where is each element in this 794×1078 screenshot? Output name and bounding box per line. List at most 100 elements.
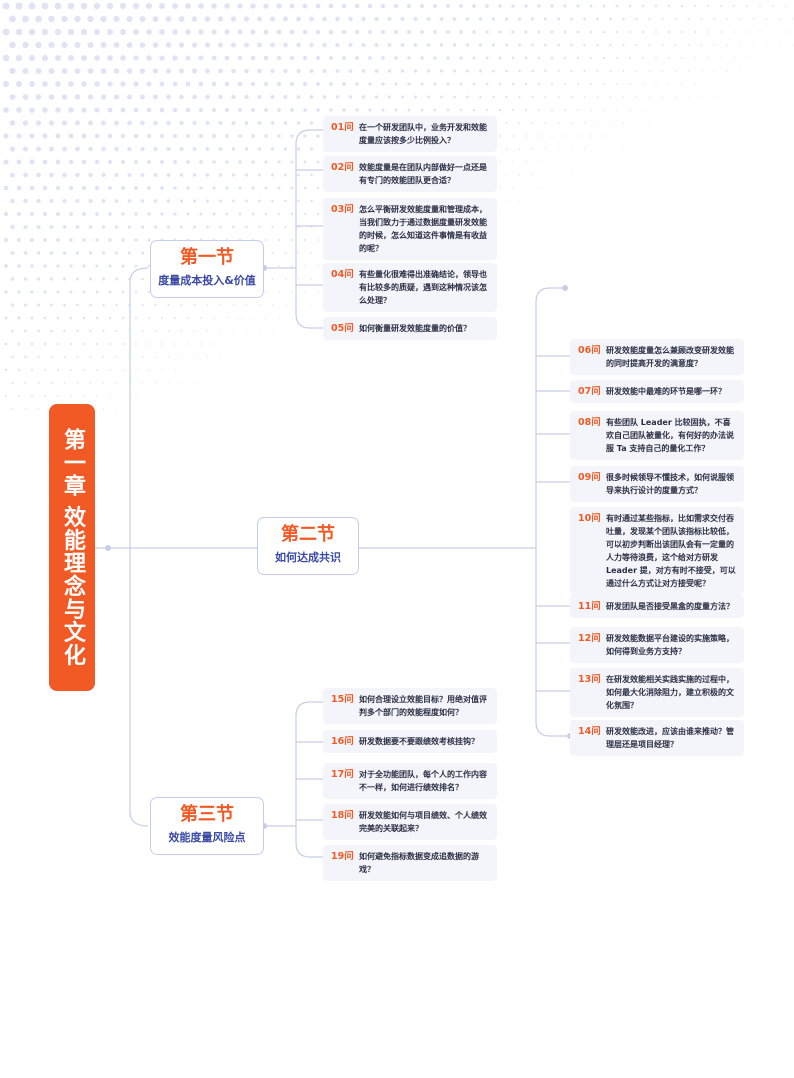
question-06[interactable]: 06问 研发效能度量怎么兼顾改变研发效能的同时提高开发的满意度？ <box>570 339 744 375</box>
decorative-dot <box>374 16 379 22</box>
decorative-dot <box>147 264 151 268</box>
decorative-dot <box>297 199 300 203</box>
decorative-dot <box>244 147 249 151</box>
decorative-dot <box>115 329 118 333</box>
decorative-dot <box>446 4 450 8</box>
question-10[interactable]: 10问 有时通过某些指标，比如需求交付吞吐量，发现某个团队该指标比较低，可以初步… <box>570 507 744 595</box>
decorative-dot <box>224 107 230 113</box>
decorative-dot <box>557 96 560 98</box>
question-text: 在研发效能相关实践实施的过程中，如何最大化消除阻力，建立积极的文化氛围？ <box>606 675 734 710</box>
chapter-title: 第一章 效能理念与文化 <box>49 404 95 691</box>
decorative-dot <box>89 329 92 333</box>
decorative-dot <box>243 16 250 22</box>
decorative-dot <box>524 4 528 8</box>
question-17[interactable]: 17问 对于全功能团队，每个人的工作内容不一样，如何进行绩效排名？ <box>323 763 497 799</box>
question-15[interactable]: 15问 如何合理设立效能目标？用绝对值评判多个部门的效能程度如何？ <box>323 688 497 724</box>
section-2-card[interactable]: 第二节 如何达成共识 <box>257 517 359 575</box>
decorative-dot <box>537 4 541 8</box>
decorative-dot <box>433 56 437 60</box>
question-02[interactable]: 02问 效能度量是在团队内部做好一点还是有专门的效能团队更合适？ <box>323 156 497 192</box>
decorative-dot <box>28 2 36 10</box>
decorative-dot <box>88 146 93 152</box>
section-1-card[interactable]: 第一节 度量成本投入&价值 <box>150 240 264 298</box>
decorative-dot <box>28 28 36 36</box>
decorative-dot <box>69 342 73 346</box>
decorative-dot <box>55 107 61 113</box>
decorative-dot <box>538 161 540 163</box>
decorative-dot <box>302 55 308 61</box>
decorative-dot <box>518 95 521 99</box>
decorative-dot <box>329 82 333 86</box>
decorative-dot <box>87 42 94 48</box>
question-number: 03问 <box>331 204 354 215</box>
question-07[interactable]: 07问 研发效能中最难的环节是哪一环？ <box>570 380 744 403</box>
question-16[interactable]: 16问 研发数据要不要跟绩效考核挂钩？ <box>323 730 497 753</box>
decorative-dot <box>505 69 508 73</box>
decorative-dot <box>9 41 16 49</box>
decorative-dot <box>778 18 781 20</box>
question-08[interactable]: 08问 有些团队 Leader 比较固执，不喜欢自己团队被量化，有何好的办法说服… <box>570 411 744 460</box>
decorative-dot <box>693 4 697 8</box>
decorative-dot <box>67 2 75 10</box>
decorative-dot <box>141 382 144 384</box>
section-3-title: 第三节 <box>180 804 234 825</box>
question-13[interactable]: 13问 在研发效能相关实践实施的过程中，如何最大化消除阻力，建立积极的文化氛围？ <box>570 668 744 717</box>
decorative-dot <box>56 342 60 346</box>
decorative-dot <box>135 369 137 371</box>
decorative-dot <box>623 148 624 150</box>
decorative-dot <box>244 42 249 48</box>
decorative-dot <box>661 96 664 98</box>
decorative-dot <box>70 395 72 397</box>
question-05[interactable]: 05问 如何衡量研发效能度量的价值？ <box>323 317 497 340</box>
connector-trunk <box>129 267 149 548</box>
decorative-dot <box>113 94 120 100</box>
question-14[interactable]: 14问 研发效能改进，应该由谁来推动？管理层还是项目经理？ <box>570 720 744 756</box>
section-3-card[interactable]: 第三节 效能度量风险点 <box>150 797 264 855</box>
decorative-dot <box>147 290 151 294</box>
decorative-dot <box>361 16 366 22</box>
decorative-dot <box>113 68 120 74</box>
question-19[interactable]: 19问 如何避免指标数据变成追数据的游戏？ <box>323 845 497 881</box>
decorative-dot <box>459 108 463 112</box>
question-11[interactable]: 11问 研发团队是否接受黑盒的度量方法？ <box>570 595 744 618</box>
decorative-dot <box>100 42 107 48</box>
decorative-dot <box>584 174 585 176</box>
decorative-dot <box>335 42 340 48</box>
decorative-dot <box>719 4 723 8</box>
decorative-dot <box>68 185 74 191</box>
decorative-dot <box>635 17 638 21</box>
decorative-dot <box>258 199 261 203</box>
decorative-dot <box>655 135 657 137</box>
decorative-dot <box>3 159 9 165</box>
decorative-dot <box>147 186 151 190</box>
decorative-dot <box>564 161 566 163</box>
question-01[interactable]: 01问 在一个研发团队中，业务开发和效能度量应该按多少比例投入？ <box>323 116 497 152</box>
question-03[interactable]: 03问 怎么平衡研发效能度量和管理成本，当我们致力于通过数据度量研发效能的时候，… <box>323 198 497 260</box>
decorative-dot <box>74 68 81 74</box>
decorative-dot <box>278 291 280 293</box>
question-12[interactable]: 12问 研发效能数据平台建设的实施策略，如何得到业务方支持？ <box>570 627 744 663</box>
question-04[interactable]: 04问 有些量化很难得出准确结论，领导也有比较多的质疑，遇到这种情况该怎么处理？ <box>323 263 497 312</box>
decorative-dot <box>87 15 94 23</box>
question-text: 如何避免指标数据变成追数据的游戏？ <box>359 852 479 874</box>
decorative-dot <box>24 329 27 333</box>
decorative-dot <box>74 94 81 100</box>
decorative-dot <box>142 408 143 410</box>
decorative-dot <box>55 159 61 165</box>
decorative-dot <box>576 4 580 8</box>
decorative-dot <box>694 83 696 85</box>
decorative-dot <box>642 135 644 137</box>
decorative-dot <box>180 304 183 306</box>
decorative-dot <box>94 159 100 165</box>
decorative-dot <box>252 317 254 319</box>
decorative-dot <box>120 29 126 35</box>
decorative-dot <box>277 186 281 190</box>
decorative-dot <box>9 67 16 75</box>
decorative-dot <box>557 148 560 150</box>
question-09[interactable]: 09问 很多时候领导不懂技术，如何说服领导来执行设计的度量方式？ <box>570 466 744 502</box>
decorative-dot <box>459 30 463 34</box>
decorative-dot <box>198 3 204 9</box>
decorative-dot <box>459 56 463 60</box>
decorative-dot <box>62 225 67 229</box>
question-18[interactable]: 18问 研发效能如何与项目绩效、个人绩效完美的关联起来？ <box>323 804 497 840</box>
